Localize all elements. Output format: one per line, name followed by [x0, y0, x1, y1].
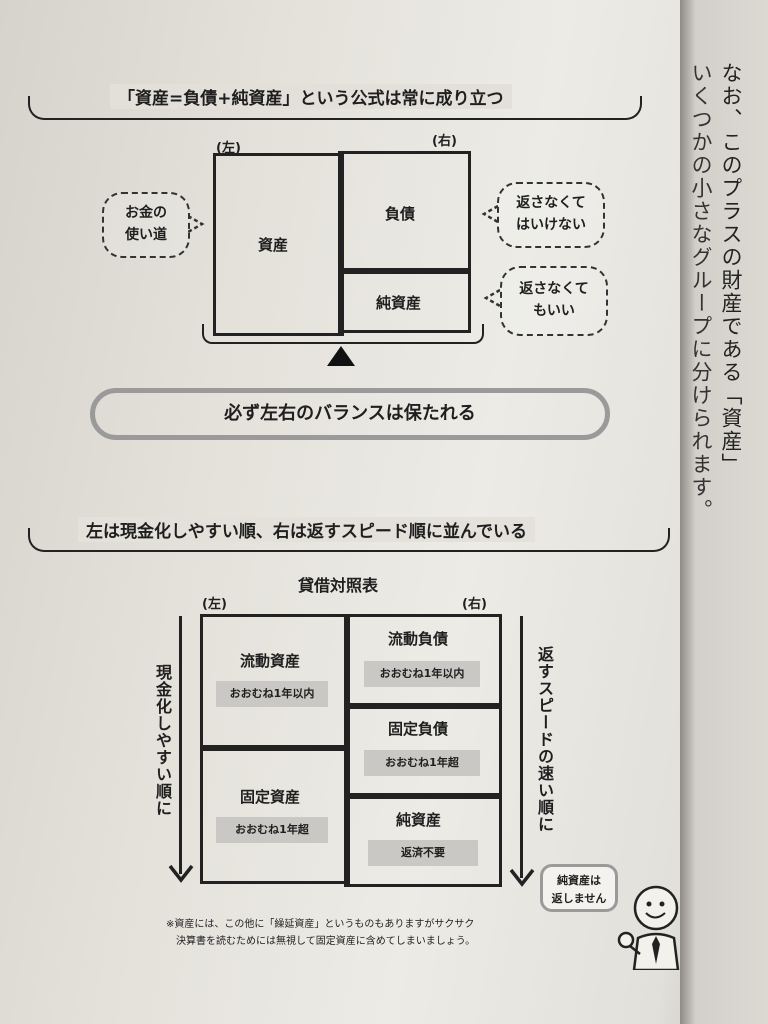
fixed-assets-cell — [200, 745, 350, 884]
bubble-no-need-line2: もいい — [533, 303, 575, 319]
net-assets-table-label: 純資産 — [396, 811, 442, 829]
bubble-use-of-money-line1: お金の — [125, 205, 167, 221]
character-speech-bubble: 純資産は 返しません — [540, 864, 618, 912]
section1-right-marker: (右) — [432, 134, 457, 149]
assets-label: 資産 — [258, 236, 289, 254]
net-assets-label: 純資産 — [376, 294, 422, 312]
bubble-must-repay-line2: はいけない — [516, 217, 586, 233]
fixed-liabilities-cell — [344, 703, 502, 799]
bubble-must-repay-line1: 返さなくて — [516, 195, 586, 211]
bubble-use-of-money: お金の 使い道 — [102, 192, 190, 258]
smiling-businessman-icon — [617, 885, 680, 970]
fixed-liabilities-tag: おおむね1年超 — [364, 750, 480, 776]
left-arrow-label: 現金化しやすい順に — [153, 664, 172, 817]
section2-heading-rule — [28, 528, 670, 552]
section1-left-marker: (左) — [216, 141, 241, 156]
bubble-left-tail-icon — [188, 214, 205, 234]
right-page-column-2: いくつかの小さなグループに分けられます。 — [689, 62, 713, 522]
footnote-line2: 決算書を読むためには無視して固定資産に含めてしまいましょう。 — [176, 936, 476, 947]
right-arrow-head-icon — [509, 868, 535, 887]
left-page: 「資産=負債+純資産」という公式は常に成り立つ (左) (右) 資産 負債 純資… — [28, 84, 680, 970]
current-liabilities-tag: おおむね1年以内 — [364, 661, 480, 687]
fixed-assets-tag: おおむね1年超 — [216, 817, 328, 843]
balance-sheet-title: 貸借対照表 — [298, 576, 379, 595]
bubble-no-need-line1: 返さなくて — [519, 281, 589, 297]
speech-line2: 返しません — [551, 892, 607, 905]
net-assets-tag: 返済不要 — [368, 840, 478, 866]
balance-pill: 必ず左右のバランスは保たれる — [90, 388, 610, 440]
current-assets-cell — [200, 614, 350, 751]
current-assets-tag: おおむね1年以内 — [216, 681, 328, 707]
section2-right-marker: (右) — [462, 597, 487, 612]
liabilities-box — [338, 151, 471, 274]
right-arrow-shaft — [520, 616, 523, 878]
speech-line1: 純資産は — [557, 874, 601, 887]
section1-heading-rule — [28, 96, 642, 120]
section2-left-marker: (左) — [202, 597, 227, 612]
left-arrow-head-icon — [168, 864, 194, 883]
bubble-no-need-to-repay: 返さなくて もいい — [500, 266, 608, 336]
left-arrow-shaft — [179, 616, 182, 874]
footnote: ※資産には、この他に「繰延資産」というものもありますがサクサク 決算書を読むため… — [166, 916, 475, 950]
bubble-use-of-money-line2: 使い道 — [125, 227, 167, 243]
current-liabilities-label: 流動負債 — [388, 630, 449, 648]
right-page-column-1: なお、このプラスの財産である「資産」 — [719, 62, 743, 476]
section2-heading: 左は現金化しやすい順、右は返すスピード順に並んでいる — [78, 517, 535, 542]
fixed-liabilities-label: 固定負債 — [388, 720, 449, 738]
bubble-right-bottom-tail-icon — [483, 288, 500, 308]
right-arrow-label: 返すスピードの速い順に — [535, 646, 554, 833]
assets-box — [213, 153, 344, 336]
right-page: なお、このプラスの財産である「資産」 いくつかの小さなグループに分けられます。 — [680, 0, 768, 1024]
current-assets-label: 流動資産 — [240, 652, 301, 670]
current-liabilities-cell — [344, 614, 502, 709]
footnote-line1: ※資産には、この他に「繰延資産」というものもありますがサクサク — [166, 919, 475, 930]
fulcrum-triangle-icon — [327, 346, 355, 366]
balance-bracket — [202, 324, 484, 344]
bubble-must-repay: 返さなくて はいけない — [497, 182, 605, 248]
fixed-assets-label: 固定資産 — [240, 788, 301, 806]
net-assets-cell — [344, 793, 502, 887]
net-assets-box — [338, 268, 471, 333]
liabilities-label: 負債 — [385, 205, 416, 223]
section1-heading: 「資産=負債+純資産」という公式は常に成り立つ — [110, 84, 512, 109]
bubble-right-top-tail-icon — [481, 204, 498, 224]
